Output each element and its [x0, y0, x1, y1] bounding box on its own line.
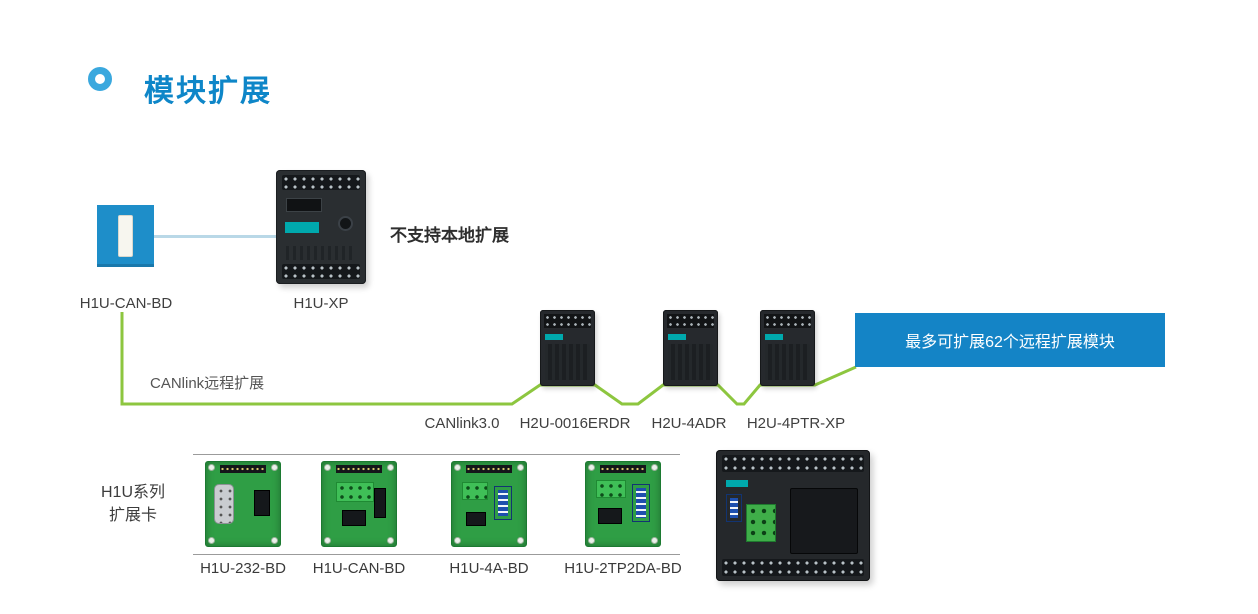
module-panel	[765, 344, 810, 380]
h1u-can-bd-card	[321, 461, 397, 547]
terminal-strip-bottom	[282, 264, 360, 279]
max-expansion-banner: 最多可扩展62个远程扩展模块	[855, 313, 1165, 367]
mounting-hole	[324, 464, 331, 471]
h2u-4ptr-xp-label: H2U-4PTR-XP	[746, 415, 846, 432]
module-panel	[545, 344, 590, 380]
h2u-4ptr-xp-device	[760, 310, 815, 386]
h1u-can-bd-card-label: H1U-CAN-BD	[312, 560, 406, 577]
terminal-block	[596, 480, 626, 498]
divider-top	[193, 454, 680, 455]
ic-chip	[342, 510, 366, 526]
no-local-expansion-note: 不支持本地扩展	[390, 226, 509, 245]
canlink-remote-label: CANlink远程扩展	[150, 375, 265, 392]
bd-module-slot	[118, 215, 133, 257]
mounting-hole	[454, 464, 461, 471]
pin-header	[600, 465, 646, 473]
ic-chip	[598, 508, 622, 524]
db9-connector	[214, 484, 234, 524]
h1u-232-bd-label: H1U-232-BD	[200, 560, 286, 577]
mounting-hole	[387, 464, 394, 471]
mounting-hole	[517, 464, 524, 471]
brand-tag	[285, 222, 319, 233]
terminal-strip-top	[764, 314, 811, 328]
plc-with-expansion-card	[716, 450, 870, 581]
h1u-can-bd-device	[97, 205, 154, 267]
terminal-strip-top	[667, 314, 714, 328]
section-bullet-icon	[88, 67, 112, 91]
h1u-232-bd-card	[205, 461, 281, 547]
bd-to-plc-cable	[154, 235, 278, 238]
mounting-hole	[208, 464, 215, 471]
series-label-line2: 扩展卡	[108, 507, 157, 524]
h2u-0016erdr-device	[540, 310, 595, 386]
h2u-4adr-label: H2U-4ADR	[651, 415, 727, 432]
terminal-block	[336, 482, 374, 502]
ic-chip	[254, 490, 270, 516]
plc-vents	[286, 246, 356, 260]
mounting-hole	[517, 537, 524, 544]
expansion-terminal-block	[746, 504, 776, 542]
pin-header	[220, 465, 266, 473]
page-title: 模块扩展	[144, 75, 272, 108]
h1u-2tp2da-bd-label: H1U-2TP2DA-BD	[564, 560, 682, 577]
mounting-hole	[324, 537, 331, 544]
h1u-xp-label: H1U-XP	[293, 295, 349, 312]
brand-tag	[765, 334, 783, 340]
h1u-xp-device	[276, 170, 366, 284]
mounting-hole	[271, 464, 278, 471]
terminal-block	[462, 482, 488, 500]
dip-switch	[494, 486, 512, 520]
mounting-hole	[651, 537, 658, 544]
ic-chip	[374, 488, 386, 518]
dip-switch	[726, 494, 742, 522]
pin-header	[466, 465, 512, 473]
mounting-hole	[651, 464, 658, 471]
pin-header	[336, 465, 382, 473]
canlink3-label: CANlink3.0	[424, 415, 500, 432]
mounting-hole	[387, 537, 394, 544]
terminal-strip-top	[544, 314, 591, 328]
mounting-hole	[588, 464, 595, 471]
terminal-strip-top	[722, 455, 864, 472]
dip-switch	[632, 484, 650, 522]
h2u-4adr-device	[663, 310, 718, 386]
h1u-4a-bd-card	[451, 461, 527, 547]
h1u-2tp2da-bd-card	[585, 461, 661, 547]
h1u-4a-bd-label: H1U-4A-BD	[449, 560, 529, 577]
mounting-hole	[454, 537, 461, 544]
series-label-line1: H1U系列	[100, 484, 165, 501]
mounting-hole	[588, 537, 595, 544]
plc-knob	[338, 216, 353, 231]
mounting-hole	[271, 537, 278, 544]
brand-tag	[668, 334, 686, 340]
divider-bottom	[193, 554, 680, 555]
h2u-0016erdr-label: H2U-0016ERDR	[519, 415, 631, 432]
mounting-hole	[208, 537, 215, 544]
brand-tag	[545, 334, 563, 340]
plc-display	[286, 198, 322, 212]
brand-tag	[726, 480, 748, 487]
module-panel	[668, 344, 713, 380]
terminal-strip-top	[282, 175, 360, 190]
h1u-can-bd-label: H1U-CAN-BD	[79, 295, 173, 312]
ic-chip	[466, 512, 486, 526]
terminal-strip-bottom	[722, 559, 864, 576]
plc-cover-panel	[790, 488, 858, 554]
series-label: H1U系列 扩展卡	[83, 481, 183, 527]
